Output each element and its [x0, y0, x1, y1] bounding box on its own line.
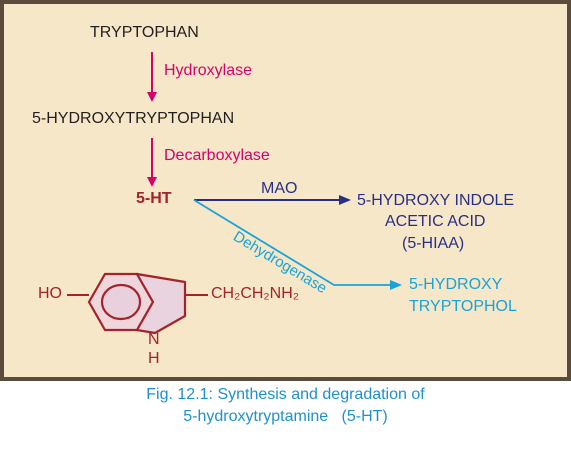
mao-label: MAO [261, 180, 298, 197]
hiaa-line3: (5-HIAA) [402, 235, 465, 252]
tryptophan-label: TRYPTOPHAN [90, 24, 199, 41]
structure-ho: HO [38, 285, 62, 302]
structure-n: N [148, 331, 160, 348]
hiaa-line2: ACETIC ACID [385, 213, 486, 230]
hydroxylase-label: Hydroxylase [164, 62, 253, 79]
hydroxytryptophan-label: 5-HYDROXYTRYPTOPHAN [32, 110, 235, 127]
diagram-arrows [67, 52, 402, 335]
structure-side-chain: CH₂CH₂NH₂ [211, 285, 299, 302]
structure-h: H [148, 350, 160, 367]
tryptophol-line1: 5-HYDROXY [409, 276, 503, 293]
caption-line1: Synthesis and degradation of [217, 386, 425, 403]
figure-caption: Fig. 12.1: Synthesis and degradation of … [0, 384, 571, 428]
serotonin-structure [67, 272, 208, 335]
dehydrogenase-arrow [193, 199, 402, 290]
caption-fig: Fig. 12.1: [146, 386, 213, 403]
diagram-panel [0, 0, 571, 381]
serotonin-label: 5-HT [136, 190, 172, 207]
decarboxylase-label: Decarboxylase [164, 147, 270, 164]
caption-line2: 5-hydroxytryptamine (5-HT) [183, 408, 388, 425]
hiaa-line1: 5-HYDROXY INDOLE [357, 192, 515, 209]
tryptophol-line2: TRYPTOPHOL [409, 298, 517, 315]
